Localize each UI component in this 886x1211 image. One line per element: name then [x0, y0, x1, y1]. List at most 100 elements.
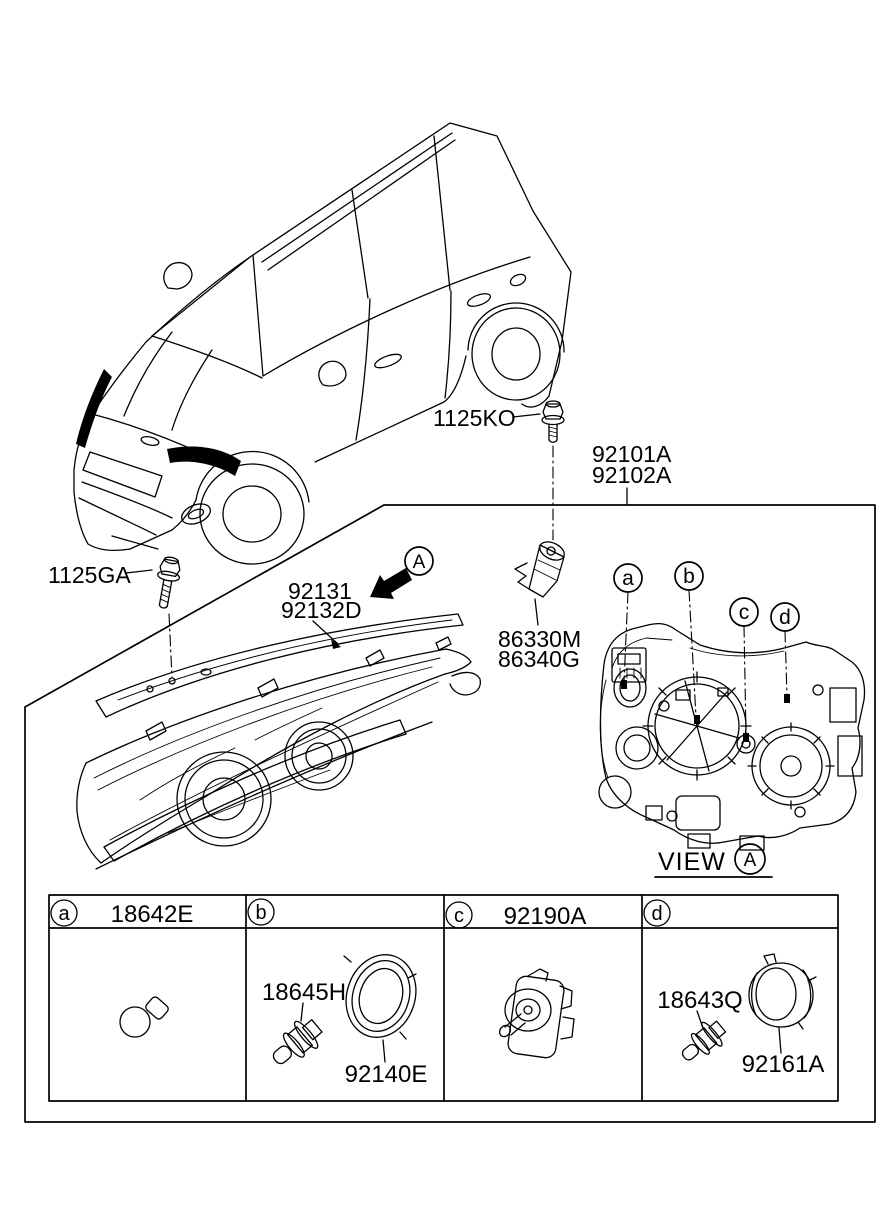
rocker-line — [314, 355, 467, 463]
ring-tabs — [343, 955, 417, 1040]
tail-lamp-hint — [509, 273, 527, 287]
bezel-line-1 — [93, 657, 441, 779]
table-callout-letter-c: c — [454, 905, 464, 927]
bezel-line-2 — [97, 666, 433, 791]
fog-lamp-inner — [187, 508, 205, 520]
bolt-1125ko-group: 1125KO — [433, 400, 565, 541]
rear-screw-3 — [794, 806, 806, 818]
parts-table: a 18642E b c 92190A d 18645H — [48, 894, 839, 1102]
direction-arrow-group: A — [370, 546, 434, 599]
lens-top-edge — [85, 648, 447, 764]
part-label-92101a: 92101A — [592, 441, 672, 467]
callout-target-c — [743, 733, 749, 742]
rear-cap-inner — [759, 734, 823, 798]
rear-projector-ticks — [642, 671, 752, 781]
callout-letter-d: d — [779, 606, 791, 629]
callout-leader-d — [784, 630, 788, 697]
front-wheel-rim — [222, 485, 282, 543]
direction-ref-letter: A — [413, 552, 426, 573]
cap-92161a-group: 92161A — [742, 953, 825, 1078]
rear-detail-screw-1 — [658, 700, 670, 712]
rear-connector-inner — [617, 653, 641, 665]
fender-shadow — [76, 369, 112, 448]
projector-large-mid — [184, 759, 264, 839]
car-front-outline — [73, 254, 254, 551]
headlight-swoosh — [167, 446, 241, 476]
projector-large-outer — [176, 751, 272, 847]
table-part-92161a: 92161A — [742, 1051, 825, 1078]
bezel-line-3 — [109, 681, 439, 841]
direction-ref-circle — [404, 546, 434, 576]
rear-wheel-arch — [467, 302, 565, 353]
grille — [82, 451, 163, 498]
cap-depth-lines — [750, 969, 812, 1019]
callout-target-b — [694, 715, 700, 724]
rear-door-seam — [444, 290, 452, 399]
rear-highbeam-inner — [619, 674, 641, 702]
rear-bottom-tab-2 — [687, 833, 711, 849]
ring-inner — [358, 967, 404, 1025]
rear-highbeam-outer — [613, 668, 647, 708]
hood-badge — [140, 436, 160, 446]
callout-leader-a — [623, 591, 629, 683]
ring-92140e-group: 92140E — [343, 954, 428, 1088]
headlamp-rear-view — [598, 623, 866, 851]
part-label-86340g: 86340G — [498, 646, 580, 672]
c-pillar — [433, 135, 451, 291]
actuator-92190-drawing — [498, 968, 575, 1059]
callout-letter-a: a — [622, 567, 634, 590]
bumper-skid — [111, 535, 159, 550]
front-wheel — [199, 463, 305, 565]
beltline — [262, 256, 531, 377]
label-leader-1125ko — [512, 413, 541, 418]
cap-lugs — [763, 953, 817, 1030]
callout-letter-c: c — [739, 601, 750, 624]
headlamp-front-view — [76, 636, 482, 870]
label-leader-1125ga — [125, 569, 153, 574]
rear-cap-ticks — [747, 722, 835, 810]
rear-socket-left-inner — [623, 734, 651, 762]
rear-connector-block — [611, 647, 647, 683]
b-pillar — [351, 189, 369, 299]
rear-flange-left — [599, 679, 609, 779]
part-label-92102a: 92102A — [592, 462, 672, 488]
car-roof-rear-outline — [252, 122, 572, 408]
table-part-92140e: 92140E — [345, 1061, 428, 1088]
front-wheel-arch — [195, 450, 310, 503]
view-caption-group: VIEW A — [654, 843, 773, 878]
leader-92161a — [778, 1027, 782, 1054]
callout-leader-b — [688, 589, 697, 718]
car-illustration — [73, 122, 572, 565]
table-callout-circle-c — [445, 901, 473, 929]
direction-arrow-icon — [370, 568, 412, 599]
shield-outline — [95, 613, 464, 718]
table-callout-circle-a — [50, 899, 78, 927]
rear-bracket-blob — [449, 671, 482, 696]
right-mirror — [318, 360, 347, 387]
rear-wheel — [471, 307, 561, 401]
rear-flange-top — [611, 637, 785, 669]
rear-bottom-tab-3 — [739, 835, 765, 851]
ring-outer — [345, 954, 417, 1038]
assembly-box-outline — [24, 504, 876, 1123]
view-ref-letter: A — [744, 850, 757, 871]
bumper-line-1 — [81, 481, 173, 519]
left-mirror — [163, 261, 193, 290]
rear-socket-left-outer — [615, 726, 659, 770]
bolt-icon-1125ko — [541, 400, 565, 443]
label-leader-86330m — [534, 598, 539, 626]
bolt-icon-1125ga — [157, 556, 181, 609]
table-part-92190a: 92190A — [504, 903, 587, 930]
callout-target-a — [621, 680, 627, 689]
rear-door-handle — [466, 293, 492, 307]
roof-rail-outer — [261, 132, 453, 263]
table-callout-circle-b — [247, 898, 275, 926]
rear-projector-inner — [654, 683, 740, 769]
bracket-group: 86330M 86340G — [498, 541, 581, 672]
shield-hole-3 — [200, 668, 212, 676]
table-part-18643q: 18643Q — [657, 987, 742, 1014]
rear-detail-rect-1 — [675, 689, 691, 701]
hood-crease-right — [171, 349, 213, 431]
